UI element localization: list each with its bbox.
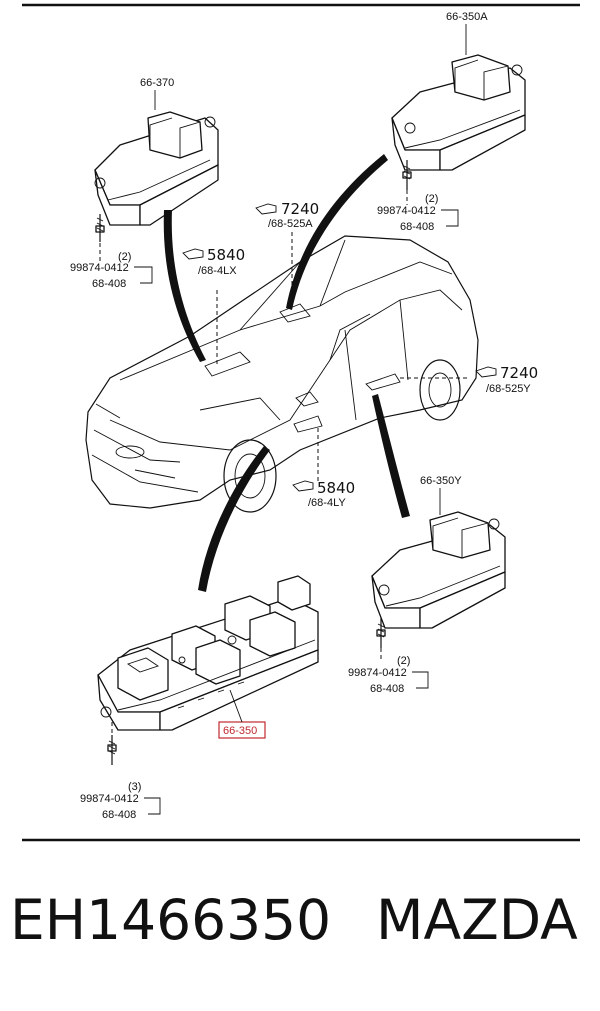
bolt-icon xyxy=(95,214,105,242)
leader-arc xyxy=(198,446,270,592)
ref-page-label: 68-408 xyxy=(102,809,136,821)
svg-text:5840: 5840 xyxy=(207,246,245,264)
hand-pointer-icon xyxy=(292,480,314,492)
leader-arc xyxy=(286,154,388,310)
ref-page-label: 68-408 xyxy=(370,683,404,695)
bolt-icon xyxy=(402,160,412,190)
ref-page-label: 68-408 xyxy=(400,221,434,233)
svg-text:7240: 7240 xyxy=(281,200,319,218)
hand-pointer-icon xyxy=(475,366,497,378)
part-label-66-350A: 66-350A xyxy=(446,11,488,23)
qty-label: (3) xyxy=(128,781,141,793)
leader-arc xyxy=(163,210,206,362)
footer: EH1466350 MAZDA xyxy=(0,888,600,978)
switch-66-370 xyxy=(94,111,219,226)
svg-text:/68-525A: /68-525A xyxy=(268,218,313,230)
ref-callout-left: 5840 /68-4LX xyxy=(182,246,245,277)
part-label-66-350: 66-350 xyxy=(223,725,257,737)
parts-diagram: 66-370 (2) 99874-0412 68-408 66-350A (2)… xyxy=(22,3,580,842)
ref-callout-right: 7240 /68-525Y xyxy=(475,364,538,395)
part-code: EH1466350 xyxy=(10,888,332,952)
vehicle-outline xyxy=(85,235,479,513)
qty-label: (2) xyxy=(397,655,410,667)
svg-text:7240: 7240 xyxy=(500,364,538,382)
svg-text:/68-4LY: /68-4LY xyxy=(308,497,346,509)
bolt-number-label: 99874-0412 xyxy=(377,205,436,217)
svg-text:/68-525Y: /68-525Y xyxy=(486,383,531,395)
switch-66-350Y xyxy=(371,511,506,629)
bolt-number-label: 99874-0412 xyxy=(80,793,139,805)
ref-callout-lower: 5840 /68-4LY xyxy=(292,479,355,509)
svg-text:/68-4LX: /68-4LX xyxy=(198,265,237,277)
leader-arc xyxy=(372,394,410,518)
switch-66-350-master xyxy=(97,575,319,731)
brand-name: MAZDA xyxy=(376,888,578,952)
bolt-number-label: 99874-0412 xyxy=(70,262,129,274)
qty-label: (2) xyxy=(425,193,438,205)
part-label-66-370: 66-370 xyxy=(140,77,174,89)
bolt-icon xyxy=(107,735,117,765)
ref-page-label: 68-408 xyxy=(92,278,126,290)
switch-66-350A xyxy=(391,54,526,171)
hand-pointer-icon xyxy=(182,248,204,260)
hand-pointer-icon xyxy=(255,203,277,215)
part-label-66-350Y: 66-350Y xyxy=(420,475,462,487)
bolt-number-label: 99874-0412 xyxy=(348,667,407,679)
svg-text:5840: 5840 xyxy=(317,479,355,497)
qty-label: (2) xyxy=(118,251,131,263)
ref-callout-roof: 7240 /68-525A xyxy=(255,200,319,230)
bolt-icon xyxy=(376,618,386,648)
